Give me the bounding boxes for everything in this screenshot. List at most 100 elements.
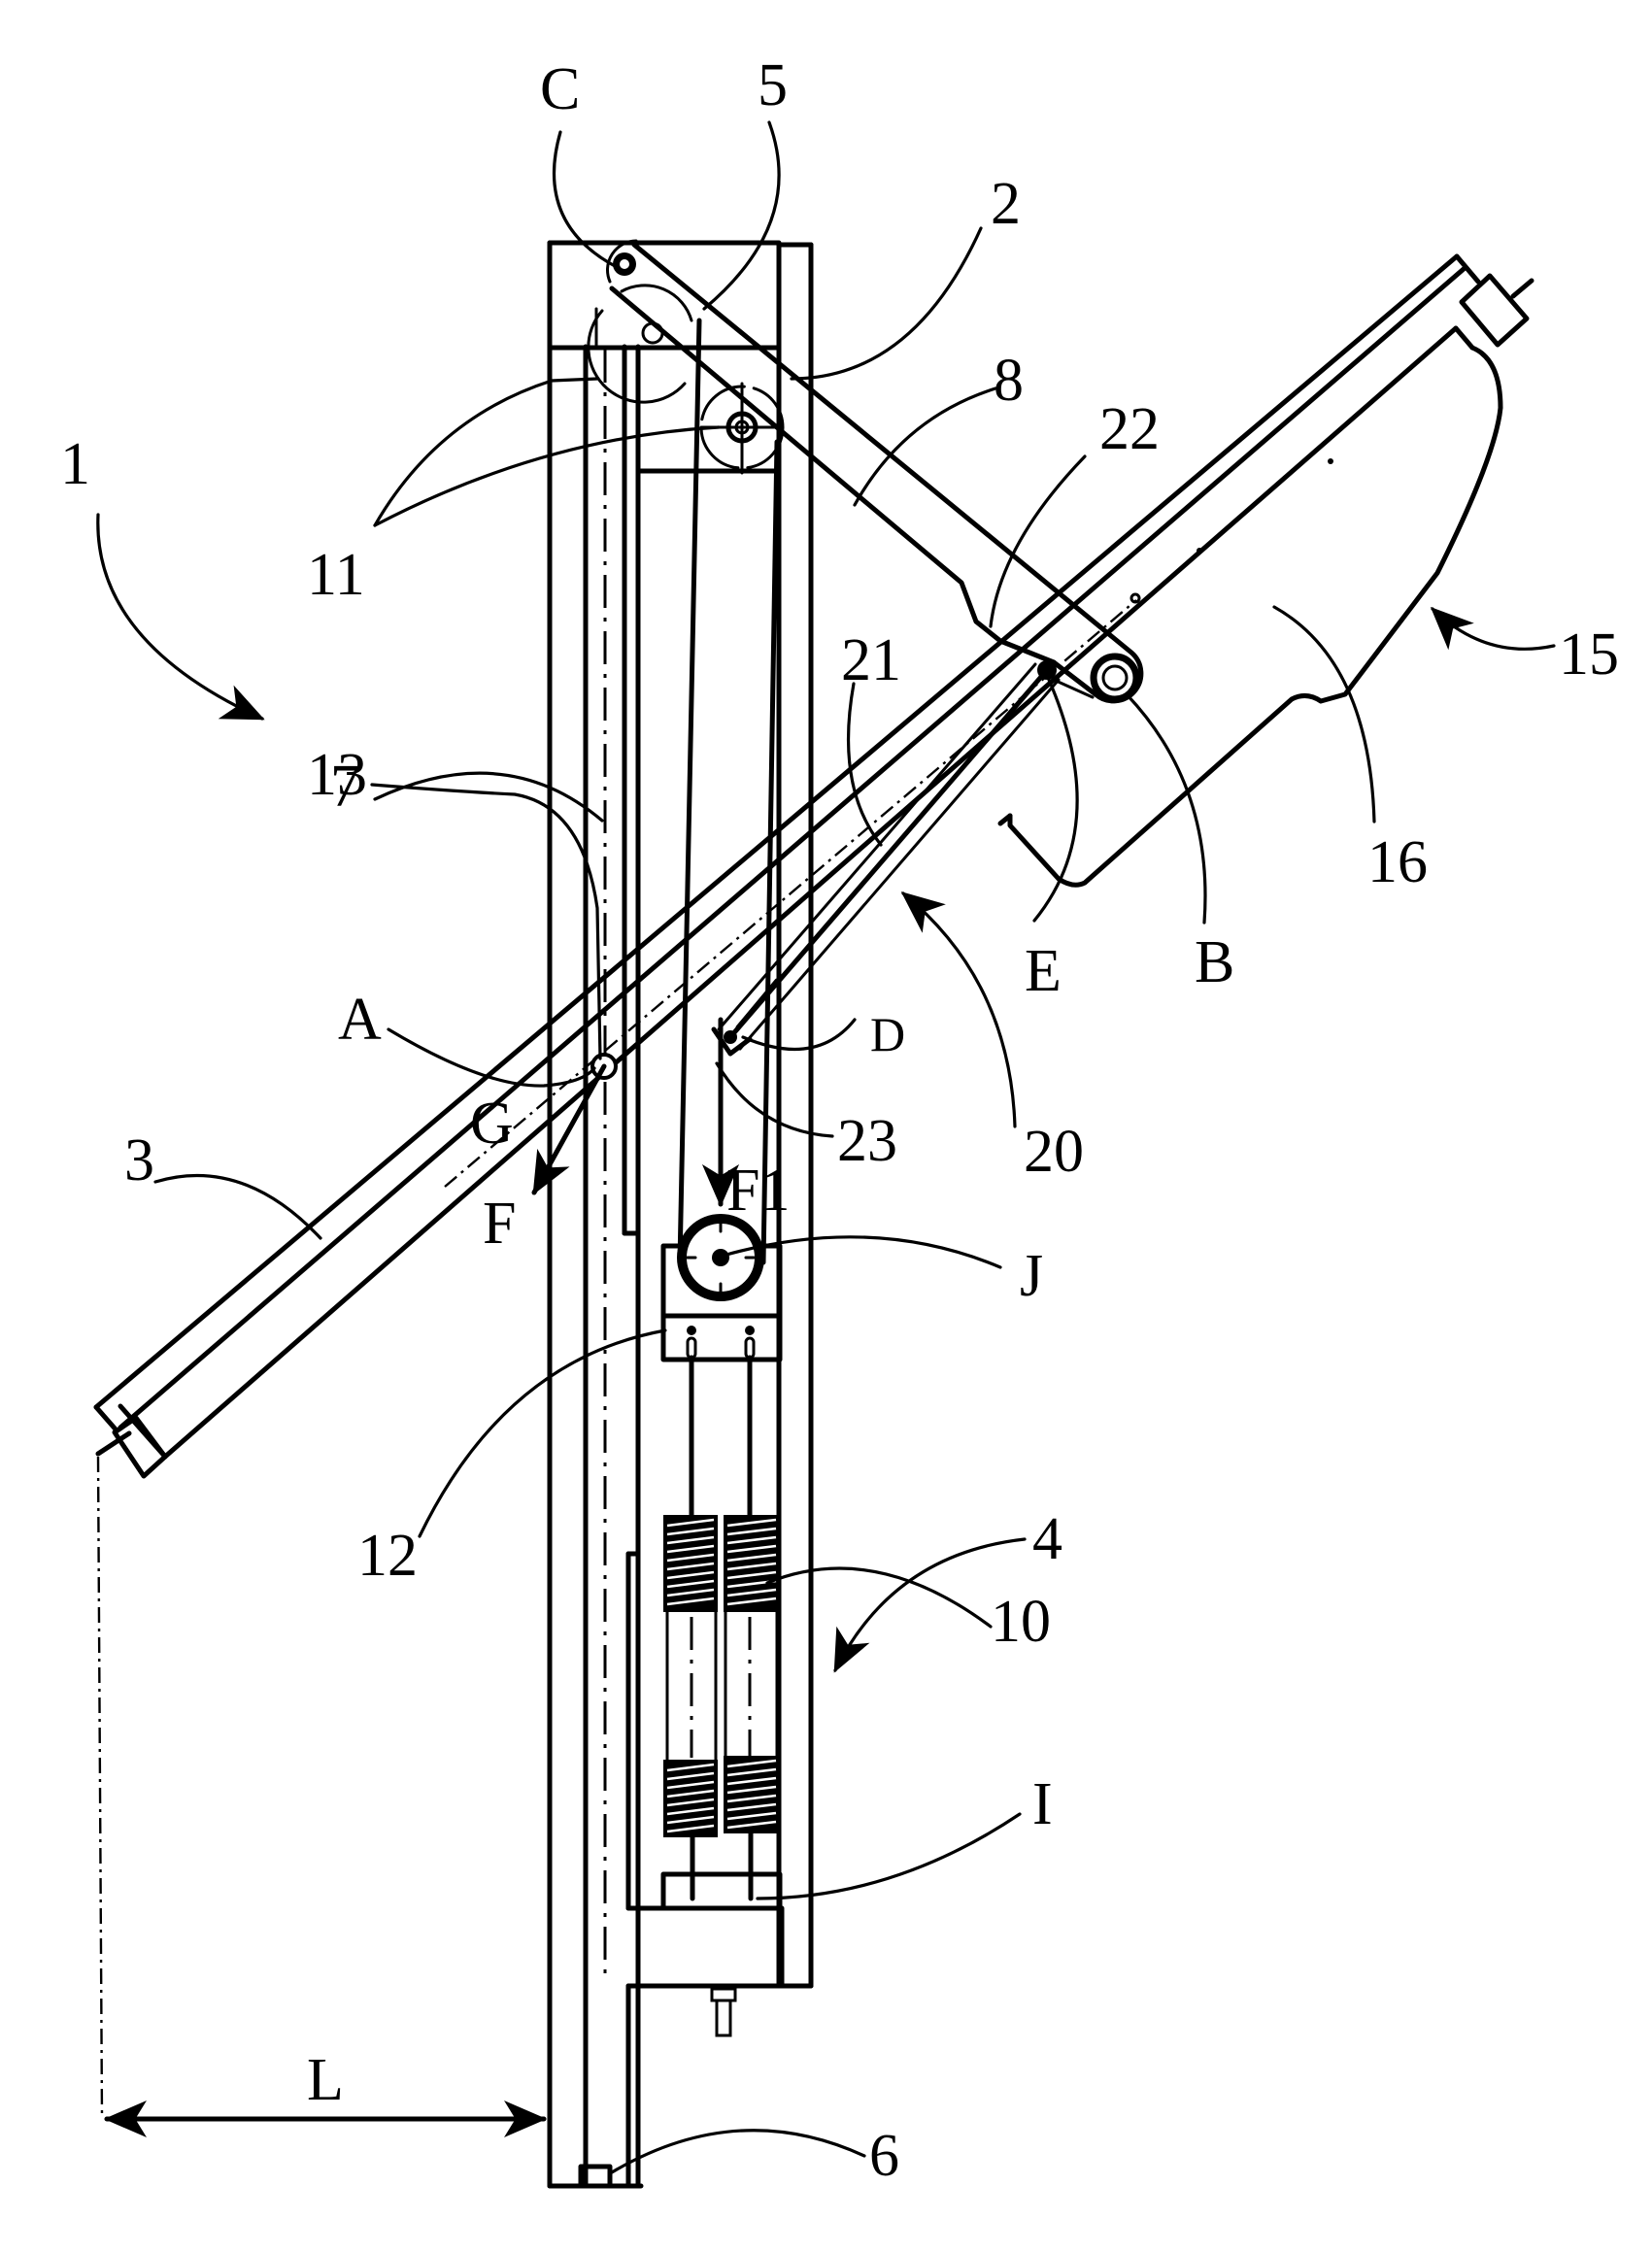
head-body-corner — [997, 813, 1013, 826]
leader-E — [1032, 678, 1079, 923]
leader-1 — [96, 513, 265, 721]
arm-end-cap-top — [1459, 273, 1530, 348]
spring-hook-left — [687, 1326, 696, 1335]
point-D — [724, 1030, 737, 1044]
label-C: C — [540, 56, 580, 122]
leader-13 — [373, 771, 604, 823]
swing-arm-upper-edge — [93, 253, 1460, 1410]
spring-coil-turn — [726, 1544, 777, 1554]
swing-arm — [93, 253, 1534, 1479]
leader-C — [552, 130, 619, 269]
label-I: I — [1032, 1771, 1053, 1837]
spring-coil-turn — [726, 1785, 777, 1795]
leader-5 — [702, 120, 781, 311]
leader-D — [741, 1018, 857, 1052]
spring-coil-turn — [666, 1824, 715, 1833]
label-13: 13 — [307, 742, 367, 808]
cable-left — [677, 318, 702, 1265]
label-16: 16 — [1367, 829, 1428, 895]
spring-coil-turn — [726, 1588, 777, 1597]
spring-coil-turn — [666, 1771, 715, 1781]
dimension-reference-line — [96, 1456, 104, 2118]
spring-coil-turn — [666, 1789, 715, 1798]
label-6: 6 — [869, 2123, 899, 2189]
small-pulley-arc — [587, 309, 687, 404]
spring-coil-turn — [666, 1579, 715, 1589]
leader-A — [387, 1027, 596, 1088]
spring-coil-turn — [726, 1776, 777, 1786]
label-11: 11 — [307, 542, 365, 608]
spring-coil-turn — [666, 1535, 715, 1545]
point-E — [1037, 660, 1057, 680]
bracket-upper-link — [1052, 678, 1095, 699]
body-dot-3 — [1129, 592, 1141, 604]
spring-coil-turn — [726, 1553, 777, 1563]
spring-coil-turn — [726, 1767, 777, 1777]
spring-coil-turn — [726, 1535, 777, 1545]
leader-8 — [853, 387, 997, 507]
link-arm-end-arc — [606, 239, 638, 284]
body-dot-2 — [1197, 548, 1202, 554]
leader-23 — [715, 1061, 834, 1138]
leader-4 — [833, 1537, 1027, 1673]
label-4: 4 — [1032, 1506, 1062, 1572]
arm-end-bottom — [1453, 325, 1475, 351]
spring-coil-turn — [726, 1570, 777, 1580]
spring-pack — [660, 1515, 783, 1911]
cable-right — [760, 439, 780, 1265]
dimension-L — [96, 1456, 547, 2138]
leader-20 — [900, 891, 1017, 1128]
spring-coil-turn — [666, 1597, 715, 1606]
spring-coil-turn — [726, 1527, 777, 1536]
arm-end-stub-top — [1510, 278, 1534, 299]
strut — [711, 660, 1095, 1057]
label-8: 8 — [994, 348, 1024, 414]
strut-cylinder — [735, 978, 780, 1030]
adjust-bolt-head — [710, 1987, 737, 2002]
arm-end-top — [1454, 253, 1481, 285]
leader-2 — [790, 226, 983, 381]
spring-coil-turn — [726, 1811, 777, 1821]
spring-coil-turn — [666, 1544, 715, 1554]
label-A: A — [338, 987, 382, 1053]
label-12: 12 — [357, 1523, 418, 1589]
label-D: D — [870, 1007, 905, 1061]
leader-7 — [370, 783, 602, 1060]
label-2: 2 — [991, 171, 1021, 237]
spring-coil-turn — [726, 1759, 777, 1768]
label-20: 20 — [1024, 1119, 1084, 1185]
leader-22 — [989, 454, 1087, 628]
body-dot-1 — [1328, 458, 1333, 464]
spring-coil-turn — [726, 1820, 777, 1830]
adjust-bolt-shaft — [715, 1999, 732, 2037]
spring-eye-left — [686, 1336, 697, 1360]
label-3: 3 — [124, 1127, 154, 1193]
spring-coil-turn — [726, 1562, 777, 1571]
strut-rod-line-3 — [717, 662, 1037, 1031]
label-10: 10 — [991, 1589, 1051, 1655]
strut-rod-line-2 — [738, 678, 1061, 1051]
small-pulley-arc-top — [620, 284, 693, 322]
leader-6 — [610, 2129, 866, 2174]
label-5: 5 — [758, 52, 788, 118]
head-body-outline — [1007, 345, 1503, 888]
spring-coil-turn — [666, 1562, 715, 1571]
forces — [531, 1017, 740, 1207]
leader-10 — [765, 1566, 993, 1629]
swing-arm-inner-edge — [118, 266, 1467, 1430]
spring-coil-lower-right — [724, 1756, 780, 1833]
leader-J — [725, 1235, 1002, 1269]
pivot-B — [1090, 653, 1140, 703]
label-22: 22 — [1099, 396, 1160, 462]
leader-B — [1125, 692, 1207, 924]
label-F1: F1 — [726, 1158, 790, 1224]
leader-12 — [418, 1328, 667, 1538]
spring-hook-right — [745, 1326, 755, 1335]
spring-coil-turn — [726, 1597, 777, 1606]
leader-11b — [373, 425, 721, 527]
spring-anchor-block — [660, 1871, 783, 1911]
arm-end-stub-bottom — [95, 1430, 132, 1457]
leader-I — [756, 1812, 1022, 1900]
leader-lines — [96, 120, 1556, 2174]
